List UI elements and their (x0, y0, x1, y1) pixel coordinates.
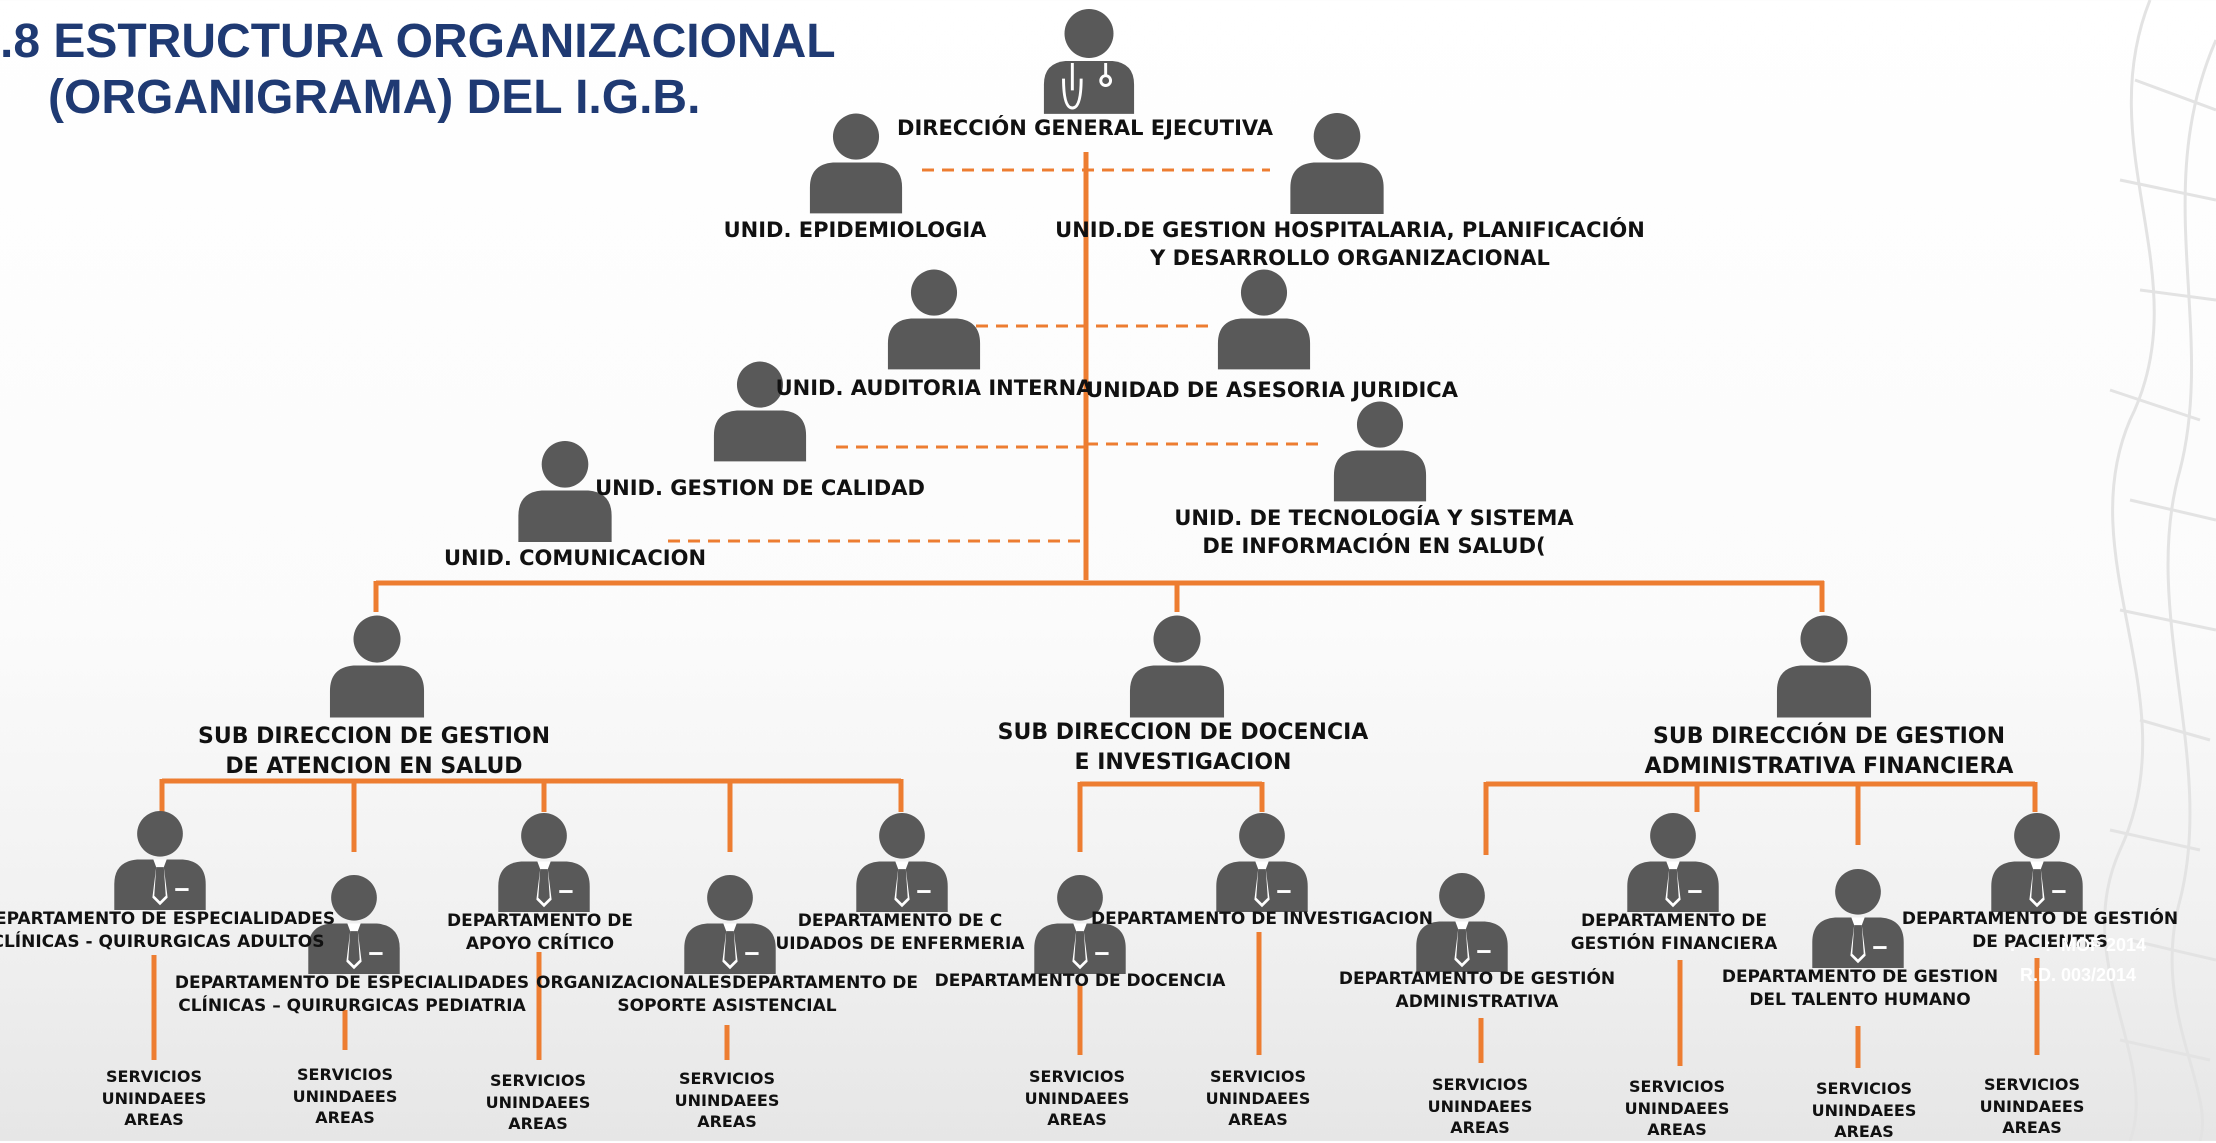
node-unid-calidad: UNID. GESTION DE CALIDAD (595, 476, 925, 500)
node-unid-auditoria: UNID. AUDITORIA INTERNA (775, 376, 1093, 400)
node-unidad-asesoria: UNIDAD DE ASESORIA JURIDICA (1086, 378, 1458, 402)
node-dep-gestion-fin: DEPARTAMENTO DE GESTIÓN FINANCIERA (1570, 911, 1778, 954)
reference-watermark: . : MOF 2014 R.D. 003/2014 (2009, 935, 2147, 985)
node-unid-tecnologia: UNID. DE TECNOLOGÍA Y SISTEMA DE INFORMA… (1174, 506, 1574, 559)
node-dep-esp-adultos: DEPARTAMENTO DE ESPECIALIDADES CLÍNICAS … (0, 909, 336, 952)
node-unid-gestion-hospitalaria: UNID.DE GESTION HOSPITALARIA, PLANIFICAC… (1055, 218, 1645, 271)
node-direccion-general: DIRECCIÓN GENERAL EJECUTIVA (897, 116, 1273, 140)
businessman-icon-apoyo-critico (498, 812, 590, 912)
node-servicios-5: SERVICIOS UNINDAEES AREAS (1024, 1067, 1130, 1130)
person-icon-auditoria (887, 269, 981, 370)
doctor-icon (1043, 9, 1135, 114)
node-sub-financiera: SUB DIRECCIÓN DE GESTION ADMINISTRATIVA … (1644, 724, 2014, 779)
person-icon-sub-docencia (1129, 615, 1225, 718)
title-line-2: (ORGANIGRAMA) DEL I.G.B. (48, 71, 701, 124)
person-icon-tecnologia (1333, 401, 1427, 502)
businessman-icon-investigacion (1216, 812, 1308, 912)
node-servicios-3: SERVICIOS UNINDAEES AREAS (485, 1071, 591, 1134)
node-dep-esp-pediatria: DEPARTAMENTO DE ESPECIALIDADES CLÍNICAS … (174, 973, 530, 1016)
person-icon-comunicacion (518, 440, 612, 542)
businessman-icon-enfermeria (856, 812, 948, 912)
businessman-icon-talento (1812, 868, 1904, 968)
node-servicios-10: SERVICIOS UNINDAEES AREAS (1979, 1075, 2085, 1138)
person-icon-epidemiologia (809, 113, 903, 214)
businessman-icon-pacientes (1991, 812, 2083, 912)
node-servicios-1: SERVICIOS UNINDAEES AREAS (101, 1067, 207, 1130)
node-unid-comunicacion: UNID. COMUNICACION (443, 546, 707, 570)
node-dep-pacientes: DEPARTAMENTO DE GESTIÓN DE PACIENTES (1901, 909, 2179, 952)
businessman-icon-esp-pediatria (308, 874, 400, 974)
node-servicios-6: SERVICIOS UNINDAEES AREAS (1205, 1067, 1311, 1130)
node-servicios-4: SERVICIOS UNINDAEES AREAS (674, 1069, 780, 1132)
node-unid-epidemiologia: UNID. EPIDEMIOLOGIA (723, 218, 987, 242)
person-icon-sub-financiera (1776, 615, 1872, 718)
node-servicios-2: SERVICIOS UNINDAEES AREAS (292, 1065, 398, 1128)
node-dep-apoyo-critico: DEPARTAMENTO DE APOYO CRÍTICO (447, 911, 633, 954)
node-servicios-7: SERVICIOS UNINDAEES AREAS (1427, 1075, 1533, 1138)
dna-watermark (2103, 0, 2216, 1141)
node-sub-docencia: SUB DIRECCION DE DOCENCIA E INVESTIGACIO… (997, 720, 1369, 775)
businessman-icon-soporte (684, 874, 776, 974)
person-icon-sub-atencion (329, 615, 425, 718)
node-sub-atencion: SUB DIRECCION DE GESTION DE ATENCION EN … (198, 724, 550, 779)
businessman-icon-gestion-fin (1627, 812, 1719, 912)
person-icon-asesoria (1217, 269, 1311, 370)
page-title: .8 ESTRUCTURA ORGANIZACIONAL (ORGANIGRAM… (0, 14, 836, 126)
businessman-icon-esp-adultos (114, 810, 206, 910)
node-dep-soporte: ORGANIZACIONALESDEPARTAMENTO DE SOPORTE … (535, 973, 919, 1016)
node-servicios-9: SERVICIOS UNINDAEES AREAS (1811, 1079, 1917, 1142)
node-servicios-8: SERVICIOS UNINDAEES AREAS (1624, 1077, 1730, 1140)
node-dep-docencia: DEPARTAMENTO DE DOCENCIA (934, 971, 1226, 991)
node-dep-gestion-adm: DEPARTAMENTO DE GESTIÓN ADMINISTRATIVA (1338, 969, 1616, 1012)
node-dep-investigacion: DEPARTAMENTO DE INVESTIGACION (1091, 909, 1433, 929)
businessman-icon-docencia (1034, 874, 1126, 974)
node-dep-talento: DEPARTAMENTO DE GESTION DEL TALENTO HUMA… (1721, 967, 1999, 1010)
businessman-icon-gestion-adm (1416, 872, 1508, 972)
node-dep-enfermeria: DEPARTAMENTO DE C UIDADOS DE ENFERMERIA (775, 911, 1025, 954)
person-icon-calidad (713, 361, 807, 462)
title-line-1: .8 ESTRUCTURA ORGANIZACIONAL (0, 15, 836, 68)
person-icon-gestion-hospitalaria (1290, 112, 1384, 214)
